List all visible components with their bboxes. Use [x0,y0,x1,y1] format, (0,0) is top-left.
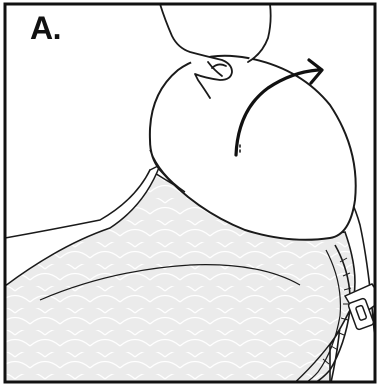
step-label: A. [30,10,61,46]
